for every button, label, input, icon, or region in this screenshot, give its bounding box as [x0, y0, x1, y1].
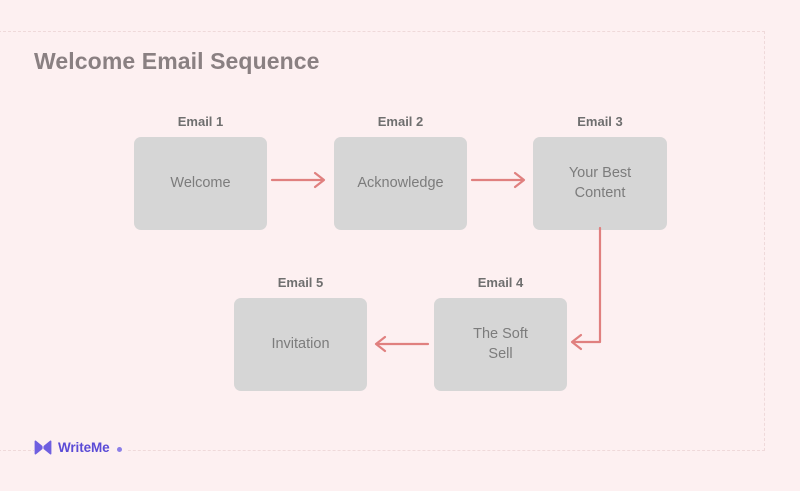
- brand-dot-icon: [116, 447, 122, 452]
- flow-node-label-email-4: Email 4: [477, 275, 524, 290]
- arrow-right-icon-email-1-to-2: [270, 171, 326, 189]
- flow-node-label-email-5: Email 5: [277, 275, 324, 290]
- flow-node-text-email-2: Acknowledge: [357, 174, 444, 191]
- arrow-left-icon-email-4-to-5: [374, 335, 430, 353]
- brand-wordmark: WriteMe: [58, 440, 110, 455]
- flow-node-box-email-1[interactable]: Welcome: [134, 137, 267, 230]
- flow-node-label-email-1: Email 1: [177, 114, 224, 129]
- flow-node-box-email-3[interactable]: Your Best Content: [533, 137, 667, 230]
- dashed-border-frame: [0, 31, 765, 451]
- brand-logo[interactable]: WriteMe: [34, 440, 128, 455]
- flow-node-text-email-1: Welcome: [170, 174, 231, 191]
- flow-node-box-email-5[interactable]: Invitation: [234, 298, 367, 391]
- arrow-right-icon-email-2-to-3: [470, 171, 526, 189]
- flow-node-box-email-4[interactable]: The Soft Sell: [434, 298, 567, 391]
- page-title: Welcome Email Sequence: [34, 48, 320, 74]
- flow-node-label-email-3: Email 3: [577, 114, 623, 129]
- flow-node-box-email-2[interactable]: Acknowledge: [334, 137, 467, 230]
- arrow-elbow-icon-email-3-to-4: [570, 226, 602, 351]
- writeme-mark-icon: [34, 440, 52, 455]
- flow-node-text-email-3: Your Best Content: [568, 165, 632, 201]
- flow-node-label-email-2: Email 2: [377, 114, 424, 129]
- flow-node-text-email-4: The Soft Sell: [473, 326, 528, 362]
- flow-node-text-email-5: Invitation: [271, 335, 330, 352]
